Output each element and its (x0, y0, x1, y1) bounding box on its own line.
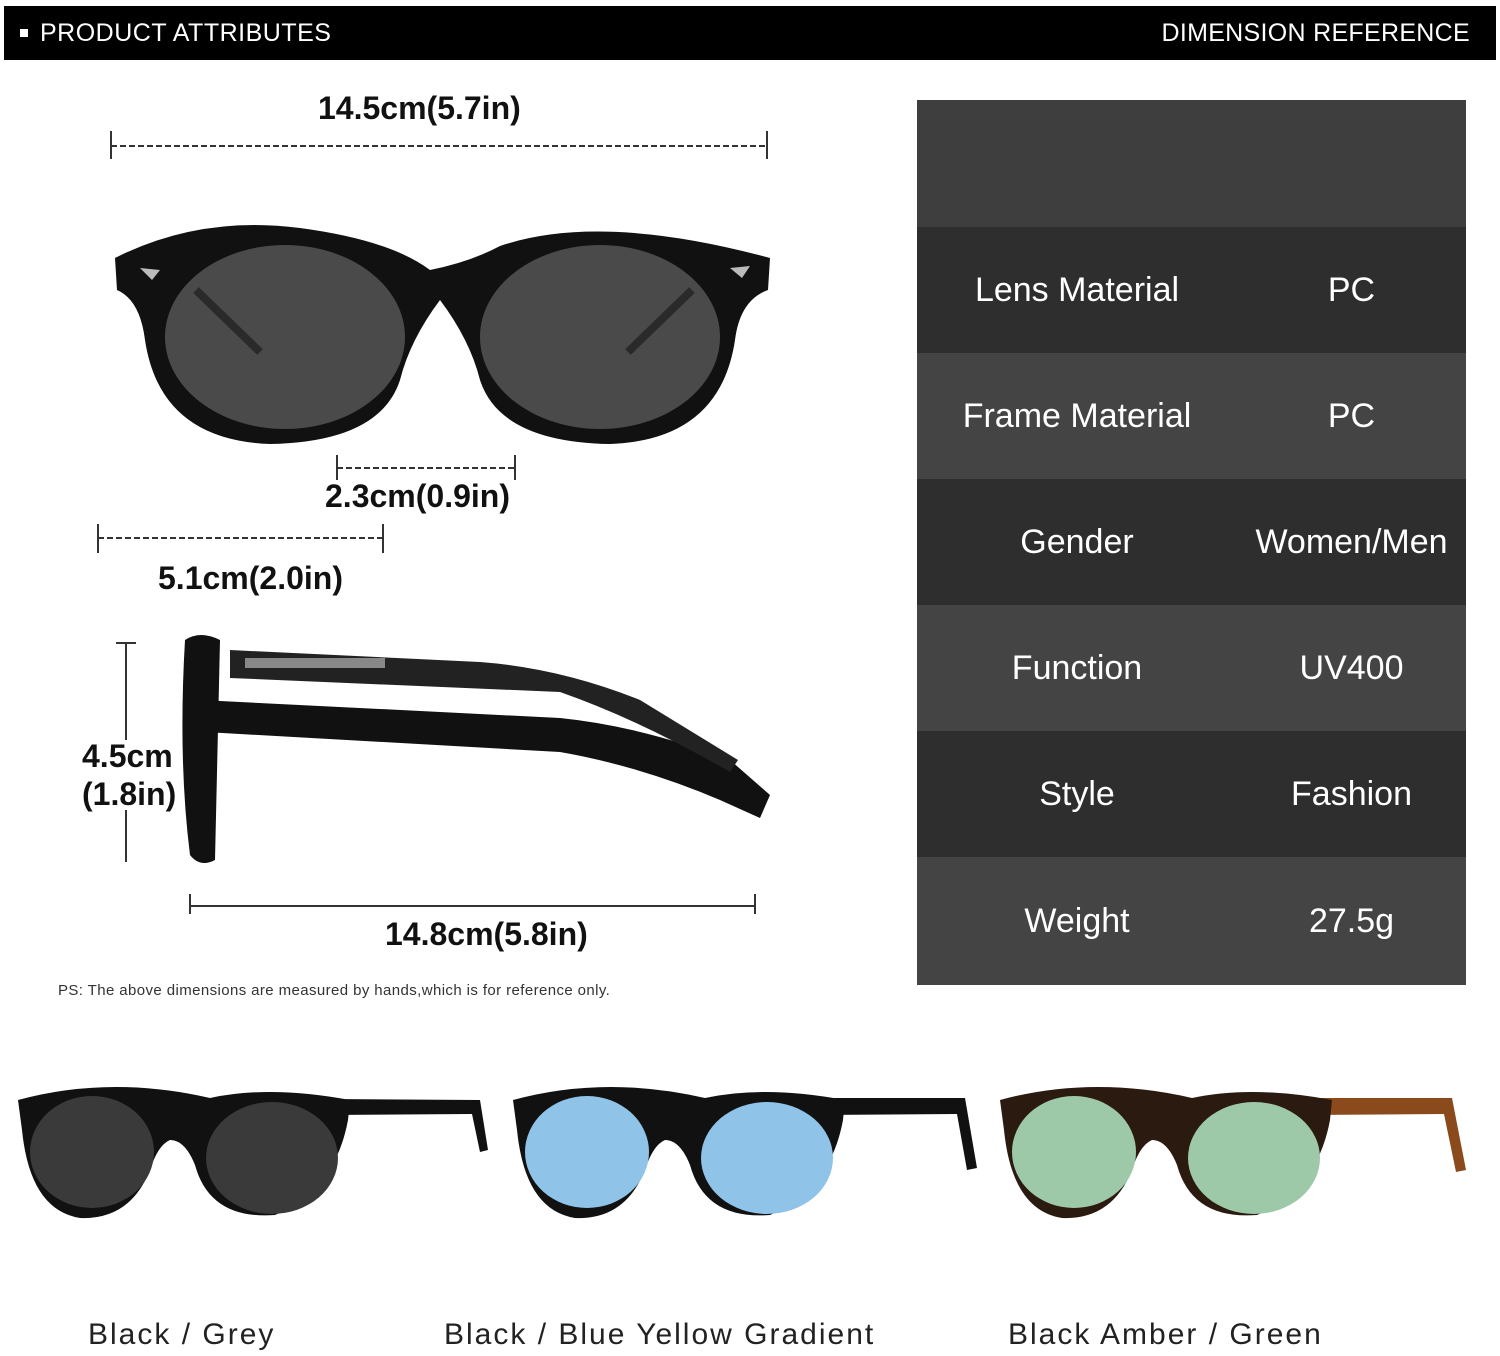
spec-value: PC (1327, 270, 1376, 309)
header-bar: PRODUCT ATTRIBUTES DIMENSION REFERENCE (4, 6, 1496, 60)
spec-row-function: Function UV400 (917, 605, 1466, 731)
lens-height-in-label: (1.8in) (82, 776, 177, 812)
spec-key: Function (1011, 648, 1143, 687)
variant-label-black-grey: Black / Grey (88, 1318, 276, 1351)
bullet-icon (20, 29, 28, 37)
frame-width-label: 14.5cm(5.7in) (318, 90, 521, 126)
spec-key: Frame Material (962, 396, 1192, 435)
spec-value: Fashion (1291, 774, 1412, 813)
spec-panel: Lens Material PC Frame Material PC Gende… (917, 100, 1466, 985)
temple-length-label: 14.8cm(5.8in) (385, 916, 588, 952)
dimension-drawing (97, 131, 770, 914)
spec-value: 27.5g (1308, 901, 1395, 940)
spec-row-style: Style Fashion (917, 731, 1466, 857)
product-attributes-title: PRODUCT ATTRIBUTES (40, 18, 332, 47)
spec-value: PC (1327, 396, 1376, 435)
variant-image-black-blue-yellow (513, 1086, 977, 1219)
spec-panel-top (917, 100, 1466, 227)
variant-image-black-grey (18, 1086, 488, 1219)
spec-value: UV400 (1299, 648, 1404, 687)
measurement-note: PS: The above dimensions are measured by… (58, 982, 611, 999)
spec-row-frame-material: Frame Material PC (917, 353, 1466, 479)
dimension-reference-title: DIMENSION REFERENCE (1161, 18, 1470, 47)
spec-row-gender: Gender Women/Men (917, 479, 1466, 605)
spec-row-weight: Weight 27.5g (917, 857, 1466, 985)
front-view-glasses (115, 224, 770, 444)
side-view-glasses (182, 635, 770, 864)
variant-label-black-amber-green: Black Amber / Green (1008, 1318, 1323, 1351)
variant-label-black-blue-yellow: Black / Blue Yellow Gradient (444, 1318, 876, 1351)
lens-width-label: 5.1cm(2.0in) (158, 560, 343, 596)
spec-key: Style (1039, 774, 1115, 813)
lens-height-cm-label: 4.5cm (82, 738, 173, 774)
spec-key: Weight (1024, 901, 1130, 940)
variant-image-black-amber-green (1000, 1086, 1466, 1219)
spec-key: Gender (1020, 522, 1134, 561)
spec-key: Lens Material (974, 270, 1180, 309)
header-left: PRODUCT ATTRIBUTES (20, 19, 331, 48)
bridge-width-label: 2.3cm(0.9in) (325, 478, 510, 514)
spec-row-lens-material: Lens Material PC (917, 227, 1466, 353)
spec-value: Women/Men (1255, 522, 1448, 561)
